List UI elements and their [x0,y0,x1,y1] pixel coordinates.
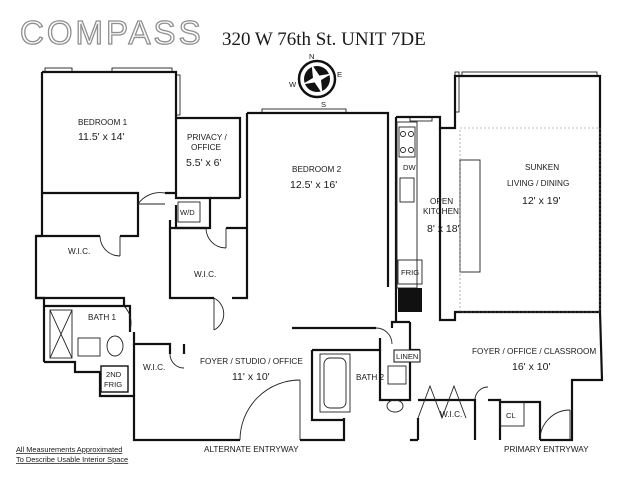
kitchen-dims: 8' x 18' [427,223,460,235]
bedroom2-dims: 12.5' x 16' [290,179,337,191]
wic-mid-label: W.I.C. [194,270,216,279]
privacy-label-2: OFFICE [191,143,222,152]
frig-label: FRIG [401,268,419,277]
kitchen-label-1: OPEN [430,197,453,206]
wic-left-label: W.I.C. [68,247,90,256]
kitchen-label-2: KITCHEN [423,207,459,216]
measurement-note-1: All Measurements Approximated [16,445,122,454]
compass-south: S [321,100,326,109]
living-label-1: SUNKEN [525,163,559,172]
foyer-office-dims: 16' x 10' [512,361,550,373]
privacy-dims: 5.5' x 6' [186,157,222,169]
measurement-note-2: To Describe Usable Interior Space [16,455,128,464]
compass-east: E [337,70,342,79]
second-frig-sup: 2ND [106,370,122,379]
privacy-label-1: PRIVACY / [187,133,227,142]
cl-label: CL [506,411,516,420]
compass-north: N [309,52,314,61]
alternate-entry-label: ALTERNATE ENTRYWAY [204,445,299,454]
living-label-2: LIVING / DINING [507,179,569,188]
second-frig-label: FRIG [104,380,122,389]
bedroom1-dims: 11.5' x 14' [78,131,124,143]
bedroom1-label: BEDROOM 1 [78,118,128,127]
wic-low-label: W.I.C. [143,363,165,372]
fixtures-outline [49,121,601,427]
dw-label: DW [403,163,416,172]
compass-west: W [289,80,297,89]
walls [34,70,604,442]
foyer-studio-label: FOYER / STUDIO / OFFICE [200,357,303,366]
bath1-label: BATH 1 [88,313,117,322]
wic-right-label: W.I.C. [440,410,462,419]
brand-logo: COMPASS [20,14,204,51]
primary-entry-label: PRIMARY ENTRYWAY [504,445,589,454]
foyer-studio-dims: 11' x 10' [232,371,270,383]
foyer-office-label: FOYER / OFFICE / CLASSROOM [472,347,596,356]
compass-rose-icon: N E S W [289,52,342,109]
door-swings [99,192,571,441]
bath2-label: BATH 2 [356,373,385,382]
bedroom2-label: BEDROOM 2 [292,165,342,174]
wd-label: W/D [180,208,195,217]
linen-label: LINEN [396,352,418,361]
unit-address: 320 W 76th St. UNIT 7DE [222,29,426,50]
living-dims: 12' x 19' [522,195,560,207]
